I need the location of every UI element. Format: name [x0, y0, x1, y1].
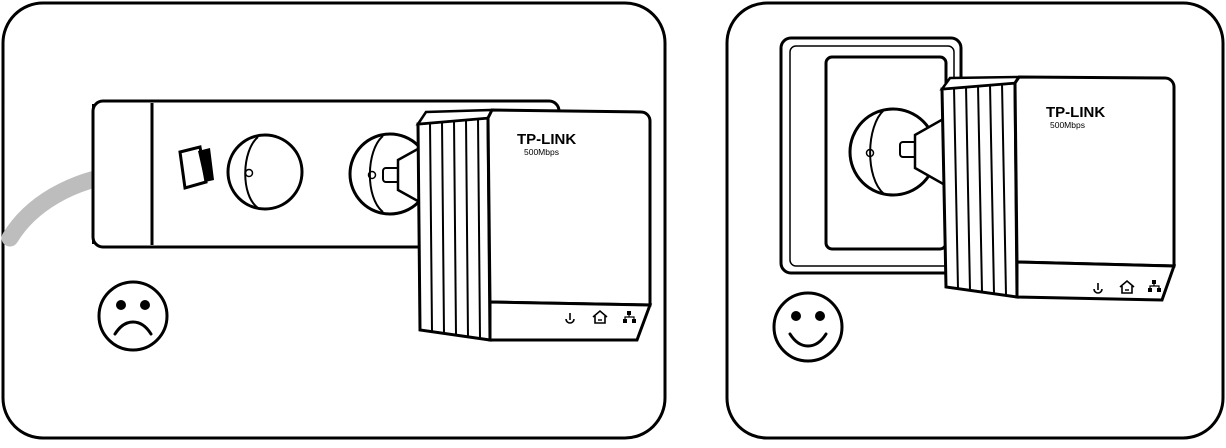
- powerline-adapter: TP-LINK 500Mbps: [939, 75, 1177, 302]
- powerline-adapter: TP-LINK 500Mbps: [415, 108, 653, 342]
- home-network-icon: [592, 309, 608, 324]
- happy-face-icon: [772, 291, 844, 363]
- adapter-speed-label: 500Mbps: [524, 147, 559, 157]
- strip-switch: [178, 145, 214, 190]
- power-icon: [565, 313, 575, 324]
- wall-socket: [779, 36, 963, 275]
- home-network-icon: [1119, 279, 1135, 294]
- panel-frame: [1, 1, 667, 440]
- ethernet-icon: [1148, 280, 1161, 292]
- strip-socket-empty: [226, 133, 304, 211]
- panel-correct: TP-LINK 500Mbps: [725, 1, 1225, 440]
- adapter-brand-label: TP-LINK: [517, 131, 576, 148]
- power-icon: [1093, 283, 1103, 294]
- ethernet-icon: [623, 311, 636, 323]
- panel-incorrect: TP-LINK 500Mbps: [1, 1, 667, 440]
- panel-frame: [725, 1, 1225, 440]
- adapter-speed-label: 500Mbps: [1050, 120, 1085, 130]
- adapter-brand-label: TP-LINK: [1046, 104, 1105, 121]
- sad-face-icon: [97, 280, 169, 352]
